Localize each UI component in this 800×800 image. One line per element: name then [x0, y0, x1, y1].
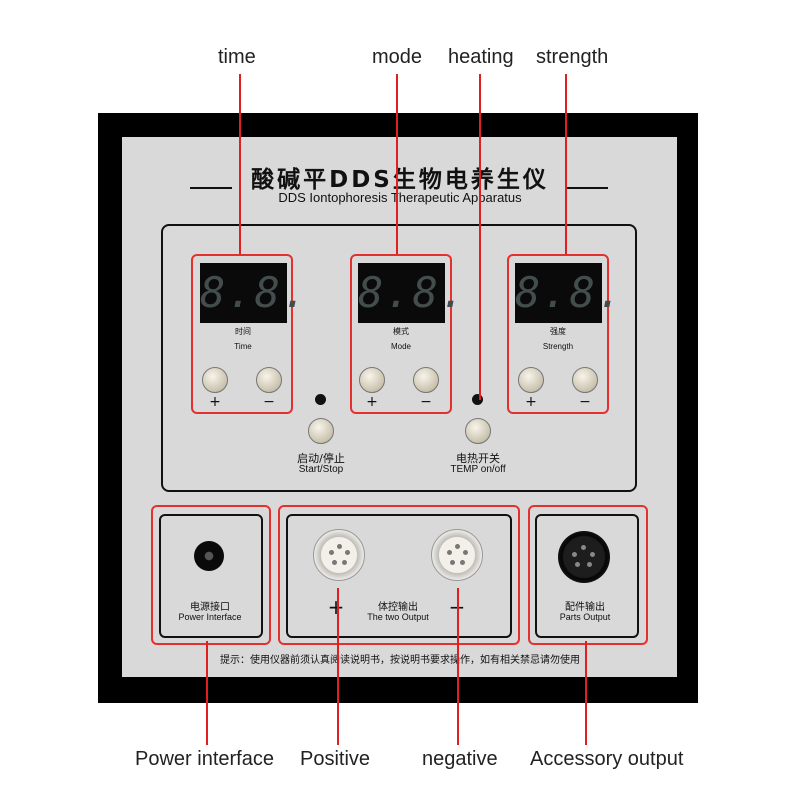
device-subtitle: DDS Iontophoresis Therapeutic Apparatus	[278, 190, 522, 205]
socket-pin	[590, 552, 595, 557]
socket-pin	[450, 560, 455, 565]
start-stop-label-en: Start/Stop	[298, 464, 344, 475]
callout-line-time	[239, 74, 241, 254]
socket-pin	[447, 550, 452, 555]
parts-highlight	[528, 505, 648, 645]
socket-pin	[460, 560, 465, 565]
time-minus-sign: −	[263, 394, 275, 410]
power-label-cn: 电源接口	[190, 602, 230, 613]
parts-label-cn: 配件输出	[565, 602, 605, 613]
start-indicator-led	[315, 394, 326, 405]
callout-positive: Positive	[300, 748, 371, 770]
mode-group-highlight	[350, 254, 452, 414]
strength-label-en: Strength	[542, 342, 574, 351]
callout-line-accessory	[585, 641, 587, 745]
callout-heating: heating	[448, 46, 514, 68]
socket-pin	[342, 560, 347, 565]
strength-group-highlight	[507, 254, 609, 414]
temp-toggle-button[interactable]	[465, 418, 491, 444]
power-jack[interactable]	[194, 541, 224, 571]
strength-minus-sign: −	[579, 394, 591, 410]
strength-digits: 8.8.	[515, 268, 625, 317]
output-highlight	[278, 505, 520, 645]
time-plus-button[interactable]	[202, 367, 228, 393]
time-group-highlight	[191, 254, 293, 414]
socket-pin	[455, 544, 460, 549]
start-stop-button[interactable]	[308, 418, 334, 444]
socket-pin	[572, 552, 577, 557]
callout-power-interface: Power interface	[135, 748, 274, 770]
temp-label-cn: 电热开关	[456, 452, 500, 465]
output-label-en: The two Output	[367, 612, 429, 622]
callout-line-mode	[396, 74, 398, 254]
time-digits: 8.8.	[200, 268, 310, 317]
time-minus-button[interactable]	[256, 367, 282, 393]
title-rule-right	[566, 187, 608, 189]
parts-output-socket[interactable]	[558, 531, 610, 583]
time-label-cn: 时间	[235, 327, 251, 336]
callout-line-positive	[337, 588, 339, 745]
mode-plus-button[interactable]	[359, 367, 385, 393]
negative-output-socket[interactable]	[431, 529, 483, 581]
socket-pin	[463, 550, 468, 555]
temp-indicator-led	[472, 394, 483, 405]
socket-pin	[337, 544, 342, 549]
power-panel	[159, 514, 263, 638]
socket-pin	[345, 550, 350, 555]
callout-line-strength	[565, 74, 567, 254]
strength-plus-button[interactable]	[518, 367, 544, 393]
strength-plus-sign: +	[525, 394, 537, 410]
socket-pin	[332, 560, 337, 565]
socket-pin	[581, 545, 586, 550]
control-panel	[161, 224, 637, 492]
callout-strength: strength	[536, 46, 609, 68]
temp-label-en: TEMP on/off	[450, 464, 506, 475]
mode-display: 8.8.	[358, 263, 468, 323]
title-rule-left	[190, 187, 232, 189]
start-stop-label-cn: 启动/停止	[297, 452, 345, 465]
power-label-en: Power Interface	[178, 612, 242, 622]
time-label-en: Time	[234, 342, 252, 351]
mode-minus-sign: −	[420, 394, 432, 410]
callout-accessory-output: Accessory output	[530, 748, 684, 770]
mode-digits: 8.8.	[358, 268, 468, 317]
strength-minus-button[interactable]	[572, 367, 598, 393]
negative-sign: −	[447, 595, 467, 619]
socket-pin	[575, 562, 580, 567]
time-plus-sign: +	[209, 394, 221, 410]
mode-plus-sign: +	[366, 394, 378, 410]
power-highlight	[151, 505, 271, 645]
usage-hint: 提示：使用仪器前须认真阅读说明书，按说明书要求操作，如有相关禁忌请勿使用	[220, 655, 580, 666]
callout-time: time	[218, 46, 256, 68]
time-display: 8.8.	[200, 263, 310, 323]
positive-output-socket[interactable]	[313, 529, 365, 581]
strength-label-cn: 强度	[550, 327, 566, 336]
parts-label-en: Parts Output	[559, 612, 611, 622]
callout-line-negative	[457, 588, 459, 745]
mode-label-en: Mode	[390, 342, 411, 351]
socket-pin	[587, 562, 592, 567]
device-title: 酸碱平DDS生物电养生仪	[251, 167, 549, 193]
strength-display: 8.8.	[515, 263, 625, 323]
mode-minus-button[interactable]	[413, 367, 439, 393]
mode-label-cn: 模式	[393, 327, 409, 336]
device-faceplate	[122, 137, 677, 677]
callout-negative: negative	[422, 748, 498, 770]
callout-line-heating	[479, 74, 481, 400]
callout-line-power	[206, 641, 208, 745]
socket-pin	[329, 550, 334, 555]
output-panel	[286, 514, 512, 638]
positive-sign: +	[327, 595, 345, 619]
output-label-cn: 体控输出	[378, 602, 418, 613]
callout-mode: mode	[372, 46, 423, 68]
parts-panel	[535, 514, 639, 638]
